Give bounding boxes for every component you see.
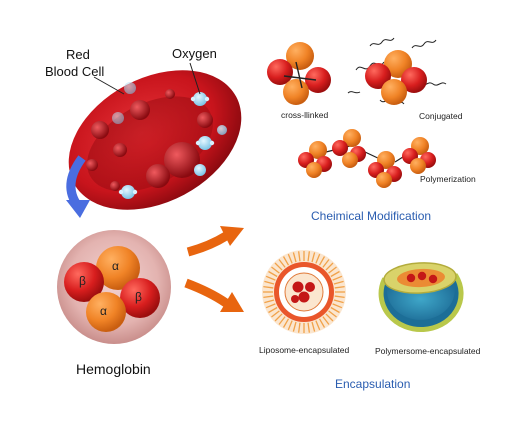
label-oxygen: Oxygen bbox=[172, 46, 217, 61]
lipid-tail bbox=[263, 295, 274, 298]
hemoglobin-beta-right bbox=[120, 278, 160, 318]
lipid-tail bbox=[282, 256, 290, 266]
label-alpha-bottom: α bbox=[100, 304, 107, 318]
conjugated-hemoglobin bbox=[347, 37, 447, 105]
lipid-tail bbox=[264, 280, 275, 285]
lipid-tail bbox=[287, 253, 293, 264]
lipid-tail bbox=[318, 318, 326, 328]
lipid-tail bbox=[298, 322, 301, 333]
lipid-tail bbox=[330, 270, 340, 278]
lipid-tail bbox=[332, 275, 343, 281]
oxygen-molecules bbox=[112, 82, 227, 199]
polymerized-hemoglobin bbox=[298, 129, 436, 188]
lipid-tail bbox=[268, 306, 278, 314]
label-liposome: Liposome-encapsulated bbox=[259, 345, 350, 355]
hemoglobin-alpha-bottom bbox=[86, 292, 126, 332]
lipid-tail bbox=[311, 321, 316, 332]
lipid-tail bbox=[274, 313, 283, 322]
lipid-tail bbox=[325, 262, 334, 271]
lipid-tail bbox=[278, 316, 286, 325]
lipid-tail bbox=[265, 275, 276, 281]
lipid-tail bbox=[325, 313, 334, 322]
lipid-tail bbox=[307, 251, 310, 262]
rbc-pointer-line bbox=[93, 76, 125, 95]
label-encapsulation: Encapsulation bbox=[335, 377, 411, 391]
lipid-tail bbox=[265, 303, 276, 309]
polymersome bbox=[378, 262, 464, 333]
hemoglobin-alpha-top bbox=[96, 246, 140, 290]
oxygen-pointer-line bbox=[189, 62, 201, 95]
label-beta-right: β bbox=[135, 290, 142, 304]
lipid-tail bbox=[298, 251, 301, 262]
lipid-tail bbox=[322, 259, 330, 268]
liposome bbox=[262, 250, 346, 334]
lipid-tail bbox=[333, 299, 344, 304]
oxygen-molecule bbox=[124, 82, 136, 94]
oxygen-molecule bbox=[118, 185, 138, 199]
lipid-tail bbox=[332, 303, 343, 309]
lipid-tail bbox=[292, 321, 297, 332]
oxygen-molecule bbox=[112, 112, 124, 124]
lipid-tail bbox=[292, 252, 297, 263]
lipid-tail bbox=[315, 253, 321, 264]
label-red: Red bbox=[66, 47, 90, 62]
lipid-tail bbox=[333, 280, 344, 285]
lipid-tail bbox=[318, 256, 326, 266]
lipid-tail bbox=[268, 270, 278, 278]
label-cross-linked: cross-llinked bbox=[281, 110, 329, 120]
oxygen-molecule bbox=[194, 164, 206, 176]
arrow-to-encapsulation bbox=[184, 278, 244, 312]
label-conjugated: Conjugated bbox=[419, 111, 463, 121]
oxygen-molecule bbox=[195, 136, 215, 150]
lipid-tail bbox=[274, 262, 283, 271]
lipid-tail bbox=[334, 286, 345, 289]
lipid-tail bbox=[264, 299, 275, 304]
label-polymersome: Polymersome-encapsulated bbox=[375, 346, 481, 356]
blue-curved-arrow bbox=[66, 155, 90, 218]
lipid-tail bbox=[263, 286, 274, 289]
lipid-tail bbox=[311, 252, 316, 263]
lipid-tail bbox=[330, 306, 340, 314]
lipid-tail bbox=[315, 320, 321, 331]
hemoglobin bbox=[57, 230, 171, 344]
label-beta-left: β bbox=[79, 274, 86, 288]
cross-linked-hemoglobin bbox=[267, 42, 331, 105]
hemoglobin-beta-left bbox=[64, 262, 104, 302]
lipid-tail bbox=[271, 266, 280, 274]
lipid-tail bbox=[328, 310, 337, 318]
lipid-tail bbox=[282, 318, 290, 328]
lipid-tail bbox=[328, 266, 337, 274]
lipid-tail bbox=[287, 320, 293, 331]
lipid-tail bbox=[334, 295, 345, 298]
arrow-to-chemical-modification bbox=[186, 226, 244, 257]
lipid-tail bbox=[322, 316, 330, 325]
label-chemical-modification: Cheimical Modification bbox=[311, 209, 432, 223]
label-blood-cell: Blood Cell bbox=[45, 64, 105, 79]
lipid-tail bbox=[307, 322, 310, 333]
oxygen-molecule bbox=[190, 92, 210, 106]
lipid-tail bbox=[271, 310, 280, 318]
label-alpha-top: α bbox=[112, 259, 119, 273]
lipid-tail bbox=[278, 259, 286, 268]
oxygen-molecule bbox=[217, 125, 227, 135]
label-hemoglobin: Hemoglobin bbox=[76, 361, 151, 377]
label-polymerization: Polymerization bbox=[420, 174, 476, 184]
